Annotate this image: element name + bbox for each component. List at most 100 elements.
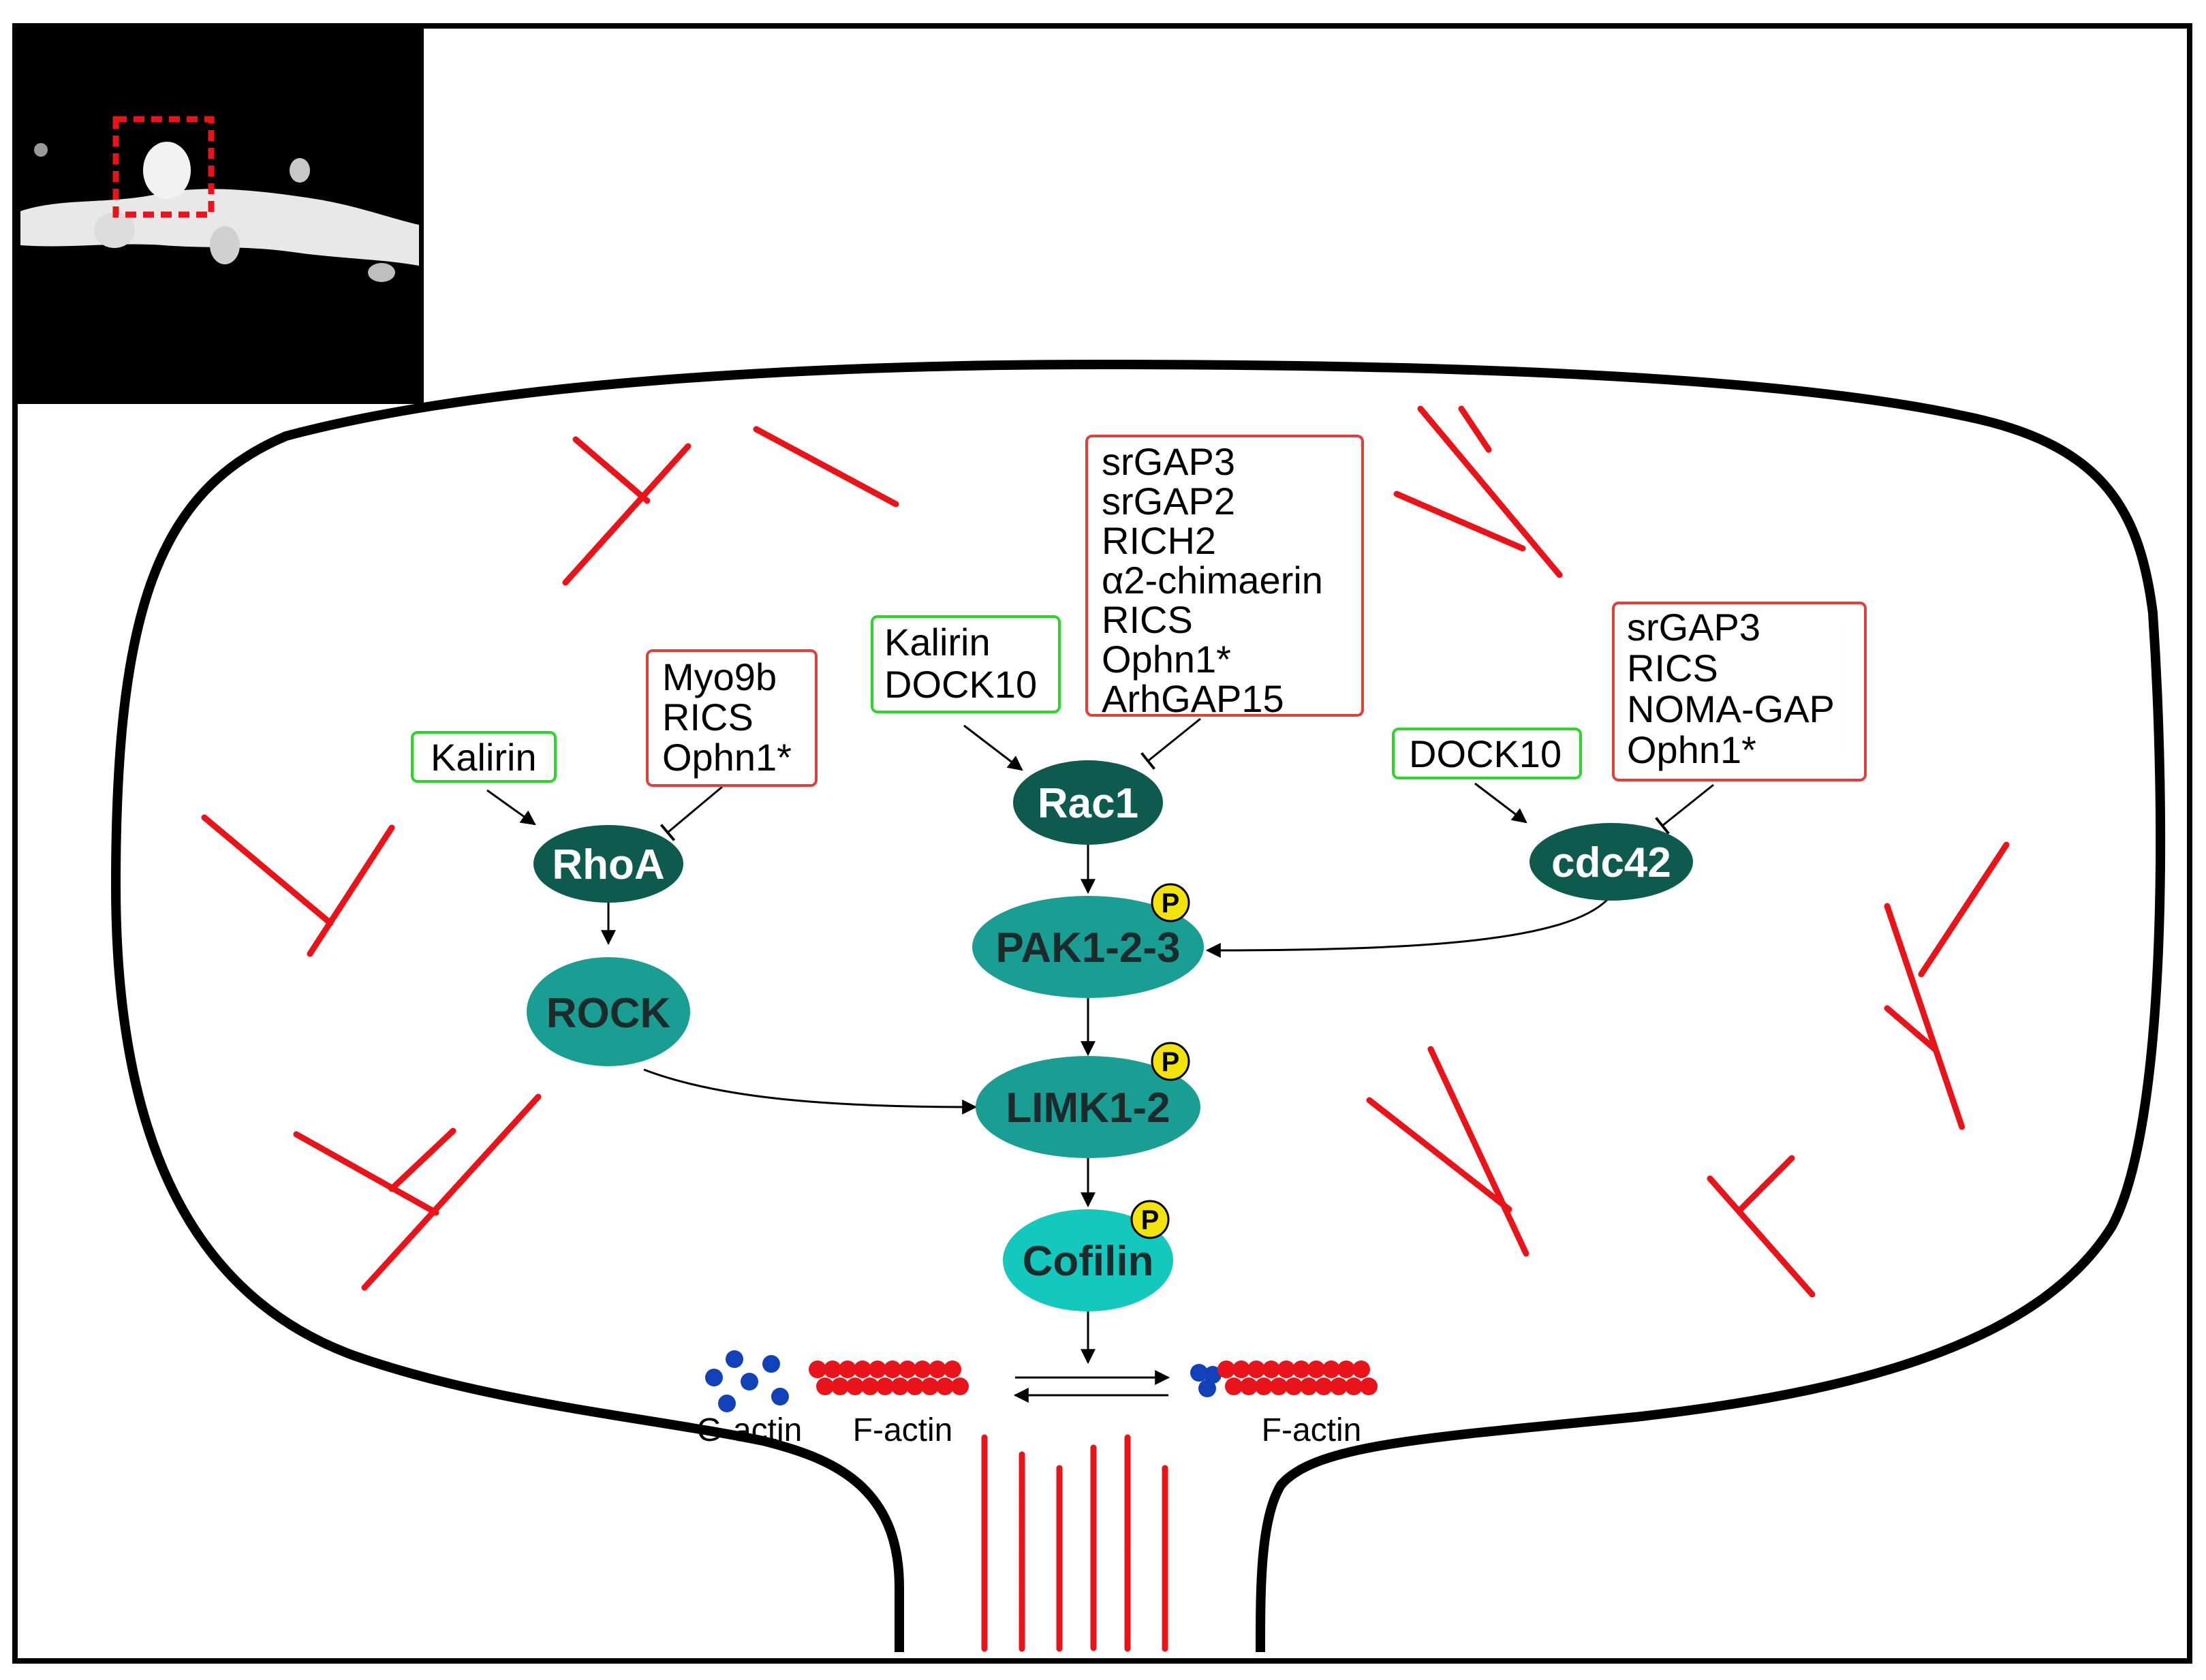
actin-filament	[1366, 1097, 1512, 1213]
rac1-label: Rac1	[1038, 780, 1138, 827]
spine-head	[143, 142, 191, 199]
rhoa-gap-item: Myo9b	[662, 655, 777, 698]
rac1-gap-item: Ophn1*	[1102, 638, 1231, 681]
actin-bead	[1285, 1378, 1303, 1395]
pak-node: PAK1-2-3 P	[972, 883, 1204, 998]
actin-bead	[884, 1360, 901, 1378]
actin-bead	[921, 1378, 939, 1395]
actin-filament	[562, 443, 692, 586]
arrow-rock-to-limk	[643, 1068, 978, 1115]
rac1-gap-item: ArhGAP15	[1102, 677, 1284, 720]
actin-filament	[1427, 1046, 1529, 1257]
spine-blob	[94, 213, 135, 248]
actin-filament	[293, 1131, 439, 1216]
f-actin-left-label: F-actin	[853, 1412, 953, 1448]
phospho-label: P	[1141, 1205, 1160, 1235]
actin-filament	[1458, 405, 1492, 453]
rac1-gef-item: Kalirin	[884, 621, 991, 664]
rac1-gap-item: RICH2	[1102, 519, 1216, 562]
actin-filament	[1884, 903, 1966, 1131]
actin-bead	[1307, 1360, 1325, 1378]
actin-bead	[1300, 1378, 1318, 1395]
actin-filament	[388, 1127, 456, 1192]
pak-label: PAK1-2-3	[995, 924, 1180, 971]
cofilin-node: Cofilin P	[1003, 1200, 1173, 1311]
rac1-gap-item: srGAP2	[1102, 480, 1235, 523]
cdc42-gap-item: NOMA-GAP	[1627, 687, 1835, 730]
rac1-gef-box: Kalirin DOCK10	[871, 615, 1061, 713]
rac1-gef-item: DOCK10	[884, 663, 1037, 706]
inhibit-gap-to-rhoa	[659, 785, 723, 841]
actin-filament	[1393, 491, 1526, 552]
rac1-gap-item: srGAP3	[1102, 440, 1235, 483]
actin-filament	[361, 1093, 542, 1291]
rac1-gap-box: srGAP3 srGAP2 RICH2 α2-chimaerin RICS Op…	[1085, 435, 1364, 720]
actin-bead	[839, 1360, 856, 1378]
actin-filament	[1737, 1155, 1795, 1213]
actin-bead	[944, 1360, 961, 1378]
phospho-icon	[1130, 1200, 1170, 1239]
actin-filament	[1417, 405, 1564, 579]
cdc42-gap-box: srGAP3 RICS NOMA-GAP Ophn1*	[1612, 602, 1867, 781]
actin-bead	[809, 1360, 826, 1378]
actin-bead	[914, 1360, 931, 1378]
cdc42-gap-item: srGAP3	[1627, 606, 1760, 649]
actin-bead	[899, 1360, 916, 1378]
actin-filament	[1884, 1005, 1938, 1053]
arrow-gef-to-rac1	[963, 724, 1023, 771]
rhoa-gef-label: Kalirin	[431, 736, 537, 779]
actin-bead	[906, 1378, 924, 1395]
actin-bead	[846, 1378, 864, 1395]
cdc42-gef-box: DOCK10	[1392, 728, 1582, 779]
rock-node: ROCK	[527, 957, 690, 1066]
cdc42-node: cdc42	[1529, 823, 1693, 901]
g-actin-monomers	[705, 1350, 789, 1412]
actin-bead	[1292, 1360, 1310, 1378]
phospho-icon	[1151, 883, 1190, 922]
actin-bead	[1322, 1360, 1340, 1378]
cdc42-label: cdc42	[1551, 839, 1671, 886]
spine-blob	[368, 263, 395, 282]
rac1-gap-item: α2-chimaerin	[1102, 559, 1323, 602]
actin-filament	[1707, 1175, 1816, 1298]
actin-bead	[1217, 1360, 1235, 1378]
rock-label: ROCK	[546, 990, 671, 1037]
region-of-interest-box	[112, 116, 215, 218]
pathway-edges	[486, 717, 1714, 1403]
arrow-kalirin-to-rhoa	[486, 789, 536, 826]
actin-bead	[1315, 1378, 1333, 1395]
arrow-dock10-to-cdc42	[1474, 782, 1527, 824]
actin-bead	[876, 1378, 894, 1395]
actin-bead	[824, 1360, 841, 1378]
actin-bead	[1352, 1360, 1370, 1378]
actin-bead	[1262, 1360, 1280, 1378]
actin-bead	[1330, 1378, 1348, 1395]
actin-bead	[1190, 1364, 1208, 1382]
arrow-cdc42-to-pak	[1205, 898, 1609, 958]
spine-blob	[210, 226, 240, 264]
actin-bead	[951, 1378, 969, 1395]
cdc42-gap-item: RICS	[1627, 647, 1718, 689]
actin-bead	[1337, 1360, 1355, 1378]
actin-filament	[201, 814, 334, 927]
actin-filament-network	[201, 405, 2010, 1652]
actin-bead	[936, 1378, 954, 1395]
rhoa-label: RhoA	[552, 841, 664, 888]
phospho-icon	[1151, 1042, 1190, 1081]
actin-bead	[1204, 1366, 1222, 1384]
inhibit-gap-to-cdc42	[1655, 783, 1714, 835]
actin-bead	[1247, 1360, 1265, 1378]
outer-frame	[12, 23, 2192, 1664]
microscopy-inset	[15, 26, 424, 404]
phospho-label: P	[1162, 1047, 1180, 1077]
inhibit-gap-to-rac1	[1140, 717, 1201, 770]
limk-node: LIMK1-2 P	[976, 1042, 1200, 1158]
cdc42-gap-item: Ophn1*	[1627, 728, 1756, 771]
rhoa-gap-item: RICS	[662, 696, 754, 738]
rhoa-gef-box: Kalirin	[411, 731, 557, 783]
actin-filament	[753, 426, 899, 508]
f-actin-right-label: F-actin	[1262, 1412, 1362, 1448]
spine-membrane	[111, 360, 2166, 1653]
actin-filament	[1918, 841, 2010, 978]
